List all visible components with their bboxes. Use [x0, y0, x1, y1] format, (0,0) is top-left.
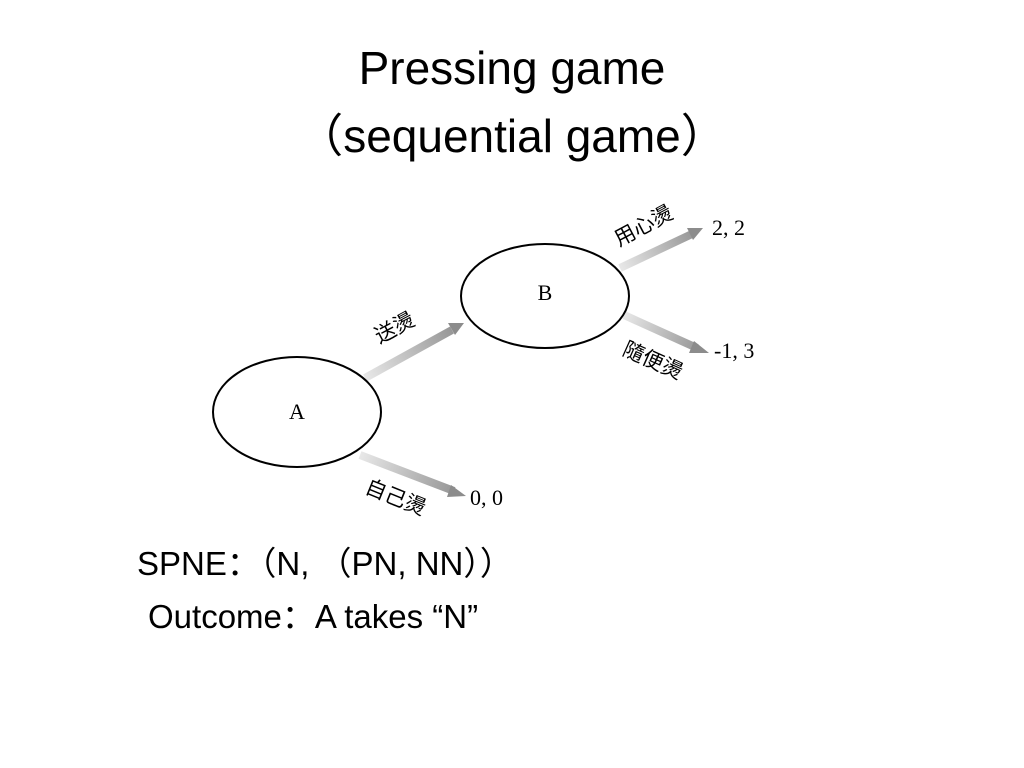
title-line-1: Pressing game	[358, 42, 666, 94]
arrow-a-self	[358, 451, 466, 497]
node-b: B	[460, 243, 630, 349]
payoff-self: 0, 0	[470, 485, 503, 510]
payoff-careful: 2, 2	[712, 215, 745, 240]
arrow-a-to-b	[363, 323, 464, 382]
node-a-label: A	[289, 399, 305, 424]
spne-text: SPNE：（N, （PN, NN））	[137, 545, 513, 582]
arrow-b-careful	[618, 228, 703, 272]
node-a: A	[212, 356, 382, 468]
edge-label-a-to-b: 送燙	[371, 307, 419, 348]
title-line-2: （sequential game）	[297, 110, 727, 162]
edge-label-b-casual: 隨便燙	[619, 337, 686, 385]
outcome-text: Outcome：A takes “N”	[148, 598, 479, 635]
arrow-b-casual	[622, 311, 709, 353]
slide-title: Pressing game （sequential game）	[0, 34, 1024, 170]
payoff-casual: -1, 3	[714, 338, 754, 363]
node-b-label: B	[538, 280, 553, 305]
